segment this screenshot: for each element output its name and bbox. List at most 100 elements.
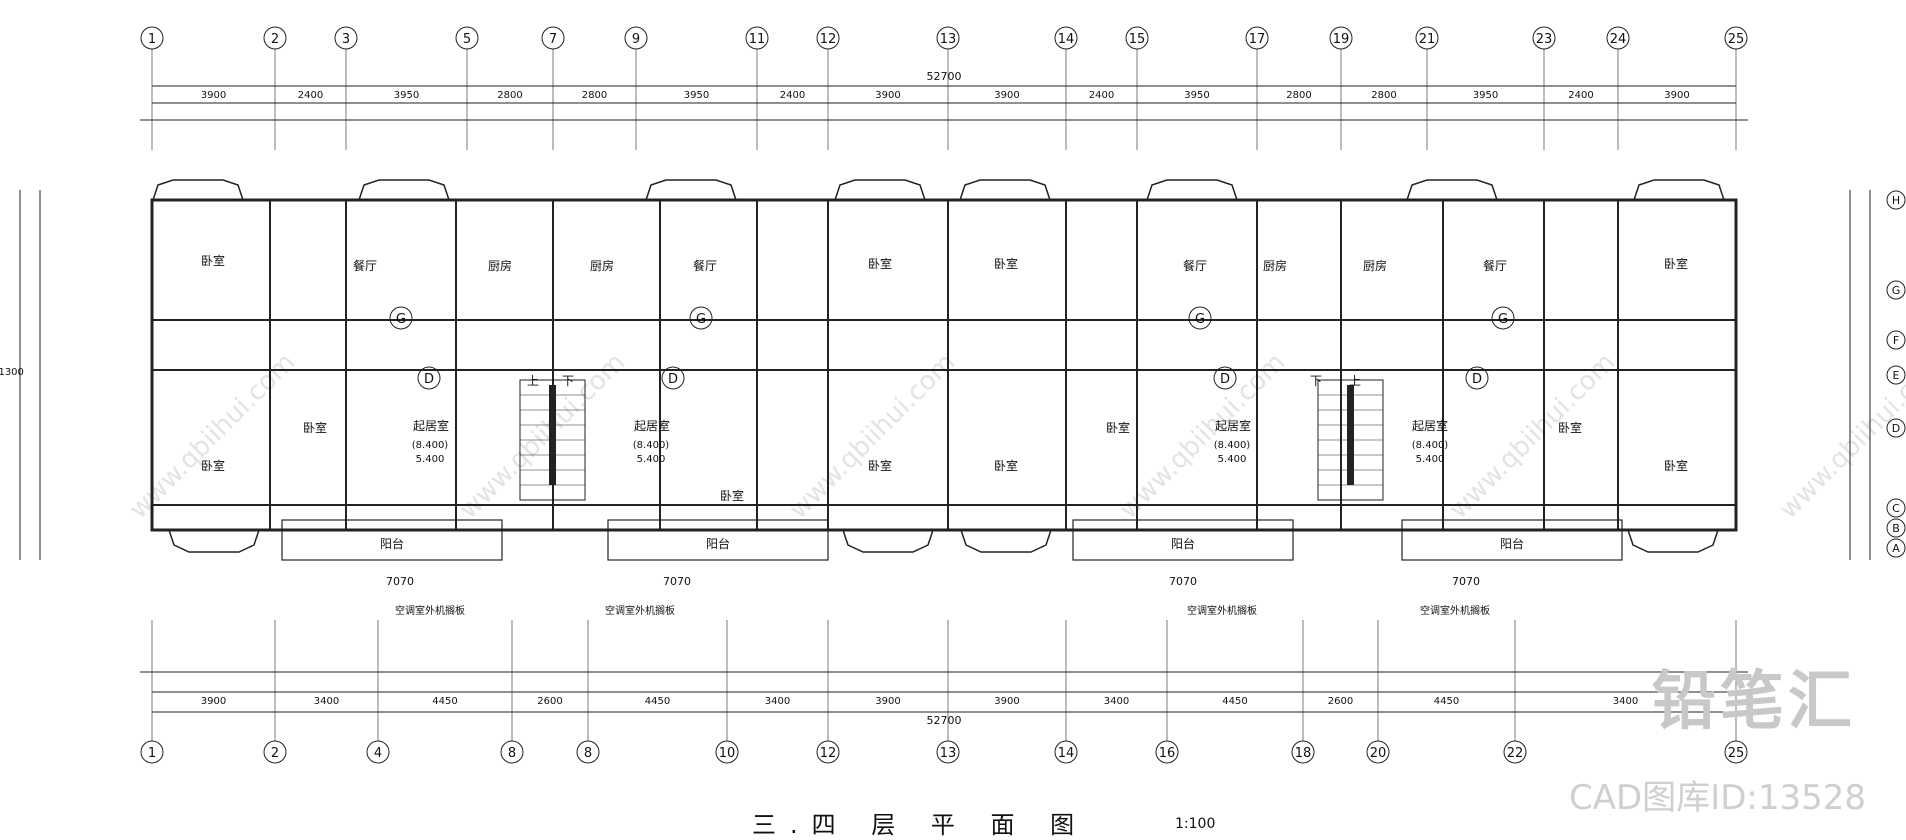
axis-label-top: 23 <box>1536 32 1553 47</box>
stair-rail <box>1347 385 1354 485</box>
axis-label-bottom: 8 <box>584 746 592 761</box>
room-label: 起居室 <box>1215 418 1251 433</box>
axis-label-bottom: 2 <box>271 746 279 761</box>
dim-bottom-1: 2600 <box>1328 696 1353 707</box>
elevation-value: 5.400 <box>637 454 666 465</box>
grid-bubble-label: D <box>1220 372 1230 387</box>
grid-bubble-label: G <box>696 312 706 327</box>
dim-bottom-1: 4450 <box>432 696 457 707</box>
dim-total-top: 52700 <box>927 70 962 83</box>
axis-label-right: H <box>1892 194 1900 207</box>
grid-bubble-label: D <box>424 372 434 387</box>
watermark-url: www.qbiihui.com <box>784 347 962 525</box>
room-label: 起居室 <box>1412 418 1448 433</box>
watermark-url: www.qbiihui.com <box>1444 347 1622 525</box>
axis-label-top: 1 <box>148 32 156 47</box>
axis-label-right: B <box>1892 522 1900 535</box>
bay-window-top <box>645 179 737 201</box>
grid-bubble-label: G <box>396 312 406 327</box>
dim-bottom-1: 3400 <box>1613 696 1638 707</box>
room-label: 卧室 <box>201 253 225 268</box>
dim-top-1: 3900 <box>875 90 900 101</box>
bay-window-top <box>1146 179 1238 201</box>
grid-bubble <box>389 306 413 330</box>
dim-bottom-1: 3900 <box>994 696 1019 707</box>
room-label: 餐厅 <box>1183 258 1207 273</box>
scale-label: 1:100 <box>1175 816 1216 832</box>
room-label: 卧室 <box>201 458 225 473</box>
bay-window-top <box>1633 179 1725 201</box>
room-label: 起居室 <box>413 418 449 433</box>
axis-bubble-right <box>1886 498 1906 518</box>
dim-top-1: 2400 <box>1089 90 1114 101</box>
stair-up-label: 上 <box>1349 374 1361 388</box>
axis-bubble-right <box>1886 518 1906 538</box>
stair-down-label: 下 <box>562 374 574 388</box>
balcony-label: 阳台 <box>380 536 404 551</box>
dim-top-1: 2400 <box>780 90 805 101</box>
room-label: 餐厅 <box>353 258 377 273</box>
balcony-label: 阳台 <box>706 536 730 551</box>
bay-window-top <box>152 179 244 201</box>
building-outline <box>150 198 1738 532</box>
bay-window-bottom <box>842 529 934 553</box>
dim-top-1: 3950 <box>394 90 419 101</box>
span-dim: 7070 <box>1452 575 1480 588</box>
dim-top-1: 3950 <box>1184 90 1209 101</box>
axis-label-right: F <box>1893 334 1899 347</box>
elevation-value: 5.400 <box>416 454 445 465</box>
bay-window-bottom <box>1627 529 1719 553</box>
axis-label-top: 14 <box>1058 32 1075 47</box>
room-label: 厨房 <box>1363 258 1387 273</box>
room-label: 卧室 <box>720 488 744 503</box>
grid-bubble-label: G <box>1195 312 1205 327</box>
span-dim: 7070 <box>663 575 691 588</box>
grid-bubble-label: D <box>668 372 678 387</box>
ac-note: 空调室外机搁板 <box>1420 604 1490 617</box>
dim-bottom-1: 3900 <box>875 696 900 707</box>
axis-label-top: 21 <box>1419 32 1436 47</box>
axis-label-top: 11 <box>749 32 766 47</box>
axis-bubble-right <box>1886 538 1906 558</box>
axis-label-right: G <box>1892 284 1901 297</box>
axis-bubble-right <box>1886 280 1906 300</box>
axis-bubble-right <box>1886 190 1906 210</box>
watermark-url: www.qbiihui.com <box>1774 347 1906 525</box>
axis-bubble-right <box>1886 330 1906 350</box>
axis-label-right: C <box>1892 502 1900 515</box>
dim-bottom-1: 4450 <box>1434 696 1459 707</box>
axis-label-top: 2 <box>271 32 279 47</box>
grid-bubble <box>1491 306 1515 330</box>
axis-bubble-right <box>1886 365 1906 385</box>
span-dim: 7070 <box>386 575 414 588</box>
room-label: 卧室 <box>1558 420 1582 435</box>
dim-bottom-1: 3400 <box>1104 696 1129 707</box>
stair-up-label: 上 <box>527 374 539 388</box>
watermark-caption: CAD图库ID:13528 <box>1568 778 1866 818</box>
stair-rail <box>549 385 556 485</box>
grid-bubble <box>417 366 441 390</box>
grid-bubble <box>689 306 713 330</box>
balcony <box>1401 519 1623 561</box>
dim-bottom-1: 4450 <box>1222 696 1247 707</box>
bay-window-top <box>834 179 926 201</box>
grid-bubble <box>1213 366 1237 390</box>
elevation-label: (8.400) <box>1412 440 1449 451</box>
ac-note: 空调室外机搁板 <box>605 604 675 617</box>
axis-label-top: 5 <box>463 32 471 47</box>
dim-top-1: 2400 <box>1568 90 1593 101</box>
axis-bubble-right <box>1886 418 1906 438</box>
ac-note: 空调室外机搁板 <box>395 604 465 617</box>
room-label: 卧室 <box>1664 256 1688 271</box>
axis-label-right: A <box>1892 542 1900 555</box>
span-dim: 7070 <box>1169 575 1197 588</box>
axis-label-bottom: 25 <box>1728 746 1745 761</box>
axis-label-bottom: 16 <box>1159 746 1176 761</box>
dim-top-1: 3900 <box>994 90 1019 101</box>
elevation-label: (8.400) <box>1214 440 1251 451</box>
axis-label-bottom: 22 <box>1507 746 1524 761</box>
balcony-label: 阳台 <box>1171 536 1195 551</box>
room-label: 卧室 <box>994 458 1018 473</box>
room-label: 餐厅 <box>693 258 717 273</box>
grid-bubble <box>1188 306 1212 330</box>
